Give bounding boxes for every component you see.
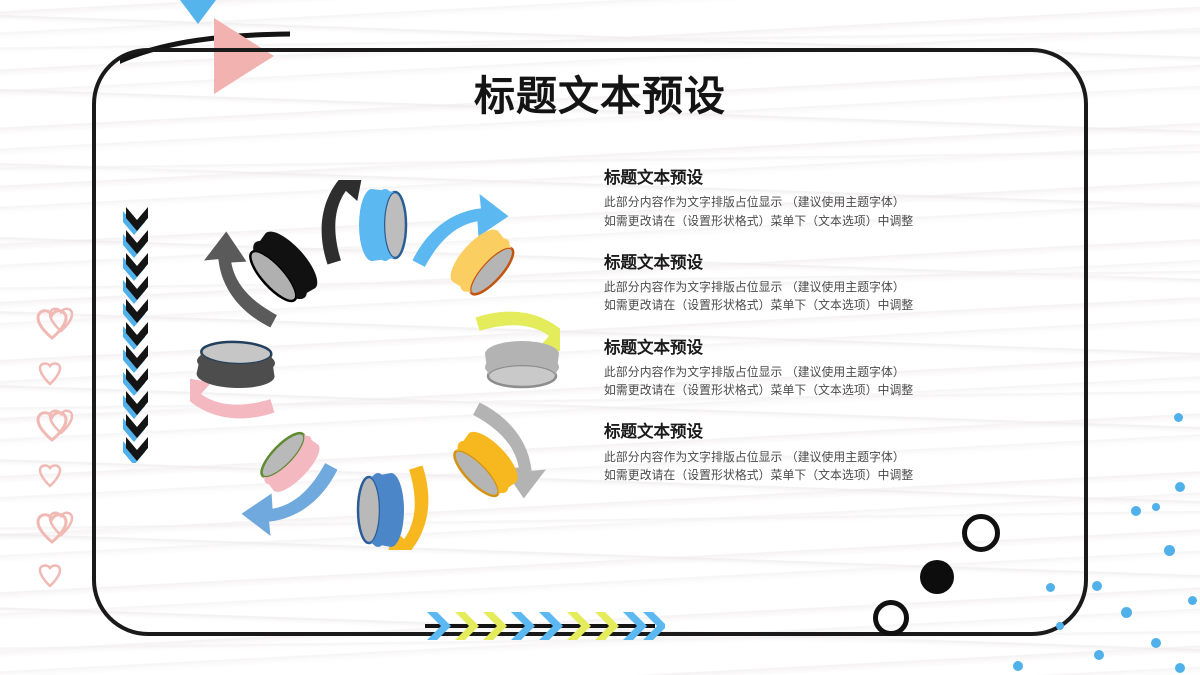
decorative-circle-outline-bottom bbox=[873, 600, 909, 636]
cycle-node-blue bbox=[359, 189, 408, 261]
text-block-1-heading: 标题文本预设 bbox=[604, 169, 703, 187]
horizontal-chevron-arrow bbox=[425, 612, 665, 640]
decorative-triangle-pink bbox=[214, 18, 274, 94]
content-frame-border bbox=[92, 48, 1088, 636]
cycle-node-black bbox=[249, 231, 318, 303]
cycle-node-amber-bottom bbox=[453, 431, 518, 498]
cycle-node-darkgray bbox=[196, 340, 275, 389]
cycle-node-gray bbox=[485, 341, 559, 389]
cycle-node-steelblue bbox=[356, 473, 404, 547]
decorative-circle-filled bbox=[920, 560, 954, 594]
text-block-1-body: 此部分内容作为文字排版占位显示 （建议使用主题字体）如需更改请在（设置形状格式）… bbox=[604, 195, 914, 228]
decorative-hearts-column bbox=[36, 307, 74, 588]
cycle-node-amber-top bbox=[450, 229, 515, 296]
text-block-2-body: 此部分内容作为文字排版占位显示 （建议使用主题字体）如需更改请在（设置形状格式）… bbox=[604, 280, 914, 313]
text-block-2-heading: 标题文本预设 bbox=[604, 253, 703, 272]
decorative-circle-outline-top bbox=[962, 514, 1000, 552]
text-blocks-column: 标题文本预设 此部分内容作为文字排版占位显示 （建议使用主题字体）如需更改请在（… bbox=[604, 167, 916, 506]
text-block-3: 标题文本预设 此部分内容作为文字排版占位显示 （建议使用主题字体）如需更改请在（… bbox=[604, 337, 916, 400]
text-block-1: 标题文本预设 此部分内容作为文字排版占位显示 （建议使用主题字体）如需更改请在（… bbox=[604, 167, 916, 230]
text-block-4-body: 此部分内容作为文字排版占位显示 （建议使用主题字体）如需更改请在（设置形状格式）… bbox=[604, 449, 914, 483]
vertical-chevron-arrow bbox=[123, 207, 148, 463]
circular-process-diagram bbox=[190, 180, 560, 550]
cycle-node-green bbox=[260, 431, 320, 492]
page-title: 标题文本预设 bbox=[474, 73, 726, 119]
text-block-4-heading: 标题文本预设 bbox=[604, 423, 703, 442]
text-block-3-body: 此部分内容作为文字排版占位显示 （建议使用主题字体）如需更改请在（设置形状格式）… bbox=[604, 364, 914, 398]
text-block-2: 标题文本预设 此部分内容作为文字排版占位显示 （建议使用主题字体）如需更改请在（… bbox=[604, 252, 916, 315]
text-block-3-heading: 标题文本预设 bbox=[604, 338, 703, 357]
text-block-4: 标题文本预设 此部分内容作为文字排版占位显示 （建议使用主题字体）如需更改请在（… bbox=[604, 421, 916, 484]
